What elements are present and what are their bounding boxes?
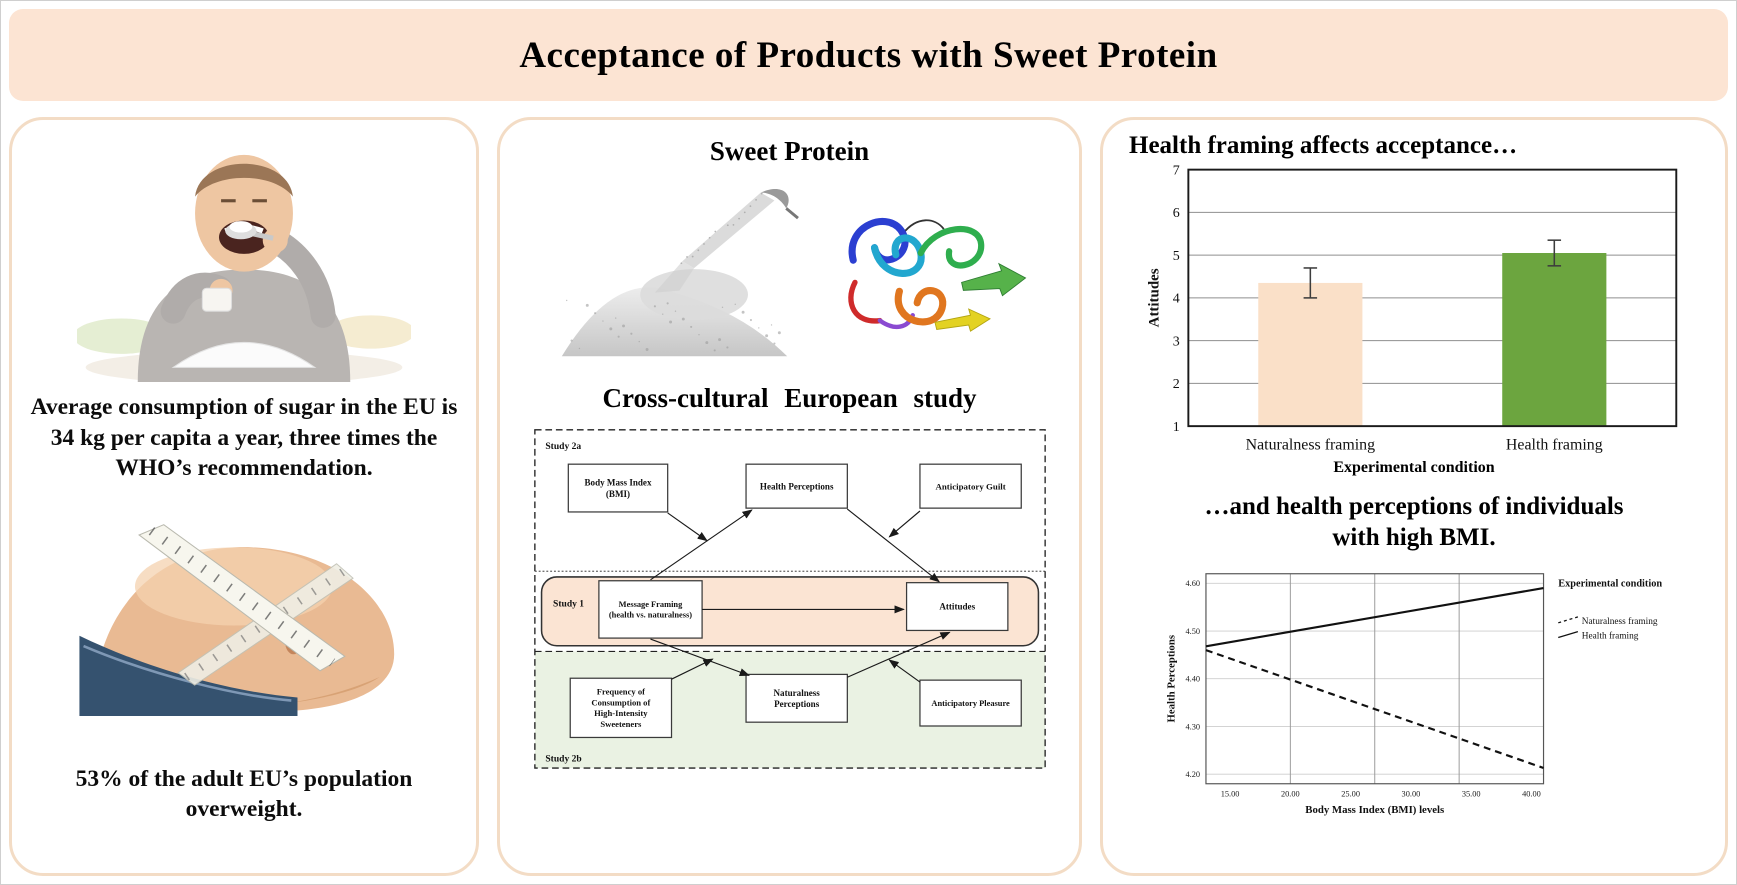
svg-text:40.00: 40.00: [1522, 789, 1541, 798]
svg-text:Health Perceptions: Health Perceptions: [759, 481, 833, 491]
svg-text:4.20: 4.20: [1185, 770, 1200, 779]
svg-text:3: 3: [1173, 334, 1180, 349]
svg-text:Study 2b: Study 2b: [545, 753, 581, 764]
bar-chart-xlabel: Experimental condition: [1333, 459, 1495, 476]
svg-text:20.00: 20.00: [1281, 789, 1300, 798]
svg-text:15.00: 15.00: [1221, 789, 1240, 798]
svg-text:2: 2: [1173, 377, 1180, 392]
svg-text:Naturalness: Naturalness: [773, 688, 820, 698]
svg-text:Health Perceptions: Health Perceptions: [1166, 634, 1178, 722]
svg-text:30.00: 30.00: [1402, 789, 1421, 798]
svg-text:6: 6: [1173, 206, 1180, 221]
sweet-protein-title: Sweet Protein: [709, 136, 870, 166]
line-chart-heading: …and health perceptions of individuals w…: [1204, 493, 1624, 552]
svg-text:Naturalness framing: Naturalness framing: [1246, 436, 1375, 453]
svg-text:35.00: 35.00: [1462, 789, 1481, 798]
overweight-text: 53% of the adult EU’s population overwei…: [75, 765, 413, 823]
svg-text:High-Intensity: High-Intensity: [594, 708, 648, 718]
svg-text:Body Mass Index (BMI) levels: Body Mass Index (BMI) levels: [1305, 804, 1444, 816]
health-perceptions-line-chart: 4.60 4.50 4.40 4.30 4.20 15.00 20.00 25.00 30.00…: [1166, 572, 1662, 816]
svg-text:Sweeteners: Sweeteners: [600, 719, 642, 729]
svg-text:Attitudes: Attitudes: [1146, 268, 1162, 327]
svg-text:4.40: 4.40: [1185, 674, 1200, 683]
svg-text:Anticipatory Guilt: Anticipatory Guilt: [935, 481, 1005, 491]
panel-results: Health framing affects acceptance… Natur…: [1100, 117, 1728, 876]
svg-text:Health framing: Health framing: [1582, 630, 1639, 641]
svg-text:4.60: 4.60: [1185, 579, 1200, 588]
svg-text:Perceptions: Perceptions: [774, 699, 820, 709]
middle-images-row: [547, 175, 1033, 371]
title-banner: Acceptance of Products with Sweet Protei…: [9, 9, 1728, 101]
protein-structure-image: [847, 217, 1026, 332]
svg-text:Attitudes: Attitudes: [939, 602, 975, 612]
svg-text:4.30: 4.30: [1185, 722, 1200, 731]
sugar-pile-image: [561, 189, 799, 357]
attitudes-bar-chart: Naturalness framing Health framing 1 2 3 4 5 6 7…: [1146, 163, 1678, 453]
person-eating-sugar-image: [77, 154, 411, 382]
page-title: Acceptance of Products with Sweet Protei…: [519, 34, 1218, 76]
svg-text:Message Framing: Message Framing: [618, 600, 682, 609]
svg-text:(BMI): (BMI): [605, 489, 629, 499]
panel-study-overview: Sweet Protein: [497, 117, 1082, 876]
svg-text:4.50: 4.50: [1185, 626, 1200, 635]
svg-text:Health framing: Health framing: [1506, 436, 1603, 453]
svg-text:(health vs. naturalness): (health vs. naturalness): [608, 611, 691, 620]
panels-row: Average consumption of sugar in the EU i…: [9, 117, 1728, 876]
svg-text:Anticipatory Pleasure: Anticipatory Pleasure: [931, 699, 1010, 708]
svg-text:1: 1: [1173, 420, 1180, 435]
svg-text:Body Mass Index: Body Mass Index: [584, 478, 651, 488]
panel-sugar-problem: Average consumption of sugar in the EU i…: [9, 117, 479, 876]
svg-text:Study 1: Study 1: [553, 599, 584, 610]
svg-text:Frequency of: Frequency of: [596, 687, 644, 697]
svg-text:4: 4: [1173, 292, 1180, 307]
svg-text:5: 5: [1173, 249, 1180, 264]
svg-text:Naturalness framing: Naturalness framing: [1582, 615, 1658, 626]
svg-text:Study 2a: Study 2a: [545, 441, 581, 452]
bar-chart-title: Health framing affects acceptance…: [1129, 132, 1518, 159]
svg-text:Experimental condition: Experimental condition: [1558, 578, 1662, 589]
study-design-diagram: Study 2a Study 1 Study 2b Body Mass Index(B…: [533, 429, 1046, 769]
waist-measurement-image: [79, 523, 395, 716]
svg-text:Consumption of: Consumption of: [591, 697, 650, 707]
sugar-consumption-text: Average consumption of sugar in the EU i…: [30, 394, 458, 482]
cross-cultural-title: Cross-cultural European study: [602, 383, 977, 413]
svg-text:7: 7: [1173, 163, 1180, 178]
svg-text:25.00: 25.00: [1341, 789, 1360, 798]
